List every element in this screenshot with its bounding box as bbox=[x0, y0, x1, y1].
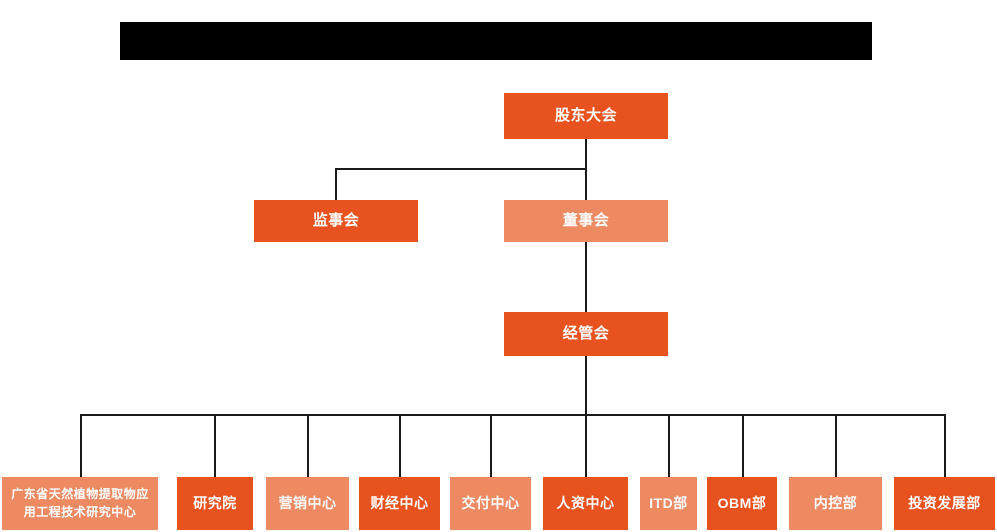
node-dept-obm[interactable]: OBM部 bbox=[707, 477, 777, 530]
node-label: ITD部 bbox=[649, 494, 688, 511]
connector-drop-dept-5 bbox=[585, 414, 587, 477]
connector-drop-dept-0 bbox=[80, 414, 82, 477]
connector-drop-dept-4 bbox=[490, 414, 492, 477]
node-label: 人资中心 bbox=[556, 494, 615, 511]
node-dept-internal-control[interactable]: 内控部 bbox=[789, 477, 882, 530]
node-dept-hr-center[interactable]: 人资中心 bbox=[543, 477, 628, 530]
connector-drop-dept-6 bbox=[668, 414, 670, 477]
connector-drop-dept-9 bbox=[944, 414, 946, 477]
node-label: 董事会 bbox=[562, 211, 610, 229]
connector-directors-management bbox=[585, 241, 587, 312]
node-dept-guangdong-research-center[interactable]: 广东省天然植物提取物应 用工程技术研究中心 bbox=[2, 477, 158, 530]
node-label: 内控部 bbox=[813, 494, 858, 511]
node-label: 股东大会 bbox=[554, 106, 617, 124]
connector-drop-dept-3 bbox=[399, 414, 401, 477]
connector-drop-dept-1 bbox=[214, 414, 216, 477]
node-board-of-supervisors[interactable]: 监事会 bbox=[254, 200, 418, 242]
node-board-of-directors[interactable]: 董事会 bbox=[504, 200, 668, 242]
connector-drop-dept-8 bbox=[835, 414, 837, 477]
redacted-title-banner bbox=[120, 22, 872, 60]
connector-drop-supervisors bbox=[335, 168, 337, 200]
node-label: 研究院 bbox=[193, 494, 237, 511]
connector-shareholders-down bbox=[585, 139, 587, 170]
node-dept-investment-development[interactable]: 投资发展部 bbox=[894, 477, 995, 530]
node-dept-marketing-center[interactable]: 营销中心 bbox=[266, 477, 349, 530]
node-label: 监事会 bbox=[312, 211, 360, 229]
node-label: 营销中心 bbox=[278, 494, 337, 511]
node-management-committee[interactable]: 经管会 bbox=[504, 312, 668, 356]
node-dept-finance-center[interactable]: 财经中心 bbox=[359, 477, 440, 530]
connector-level4-bus bbox=[80, 414, 946, 416]
node-label: 交付中心 bbox=[461, 494, 520, 511]
node-label: 财经中心 bbox=[370, 494, 429, 511]
node-label: 投资发展部 bbox=[908, 494, 981, 511]
connector-drop-dept-7 bbox=[742, 414, 744, 477]
node-label-line2: 用工程技术研究中心 bbox=[23, 504, 137, 519]
node-dept-delivery-center[interactable]: 交付中心 bbox=[450, 477, 531, 530]
node-label: 经管会 bbox=[562, 324, 610, 342]
connector-drop-dept-2 bbox=[307, 414, 309, 477]
node-dept-research-institute[interactable]: 研究院 bbox=[177, 477, 253, 530]
node-dept-itd[interactable]: ITD部 bbox=[640, 477, 697, 530]
node-label-line1: 广东省天然植物提取物应 bbox=[11, 487, 149, 502]
node-label: 广东省天然植物提取物应 用工程技术研究中心 bbox=[11, 486, 149, 521]
node-shareholders-meeting[interactable]: 股东大会 bbox=[504, 93, 668, 139]
connector-management-down bbox=[585, 356, 587, 416]
connector-level2-bus bbox=[335, 168, 587, 170]
connector-drop-directors bbox=[585, 168, 587, 200]
node-label: OBM部 bbox=[717, 494, 767, 511]
